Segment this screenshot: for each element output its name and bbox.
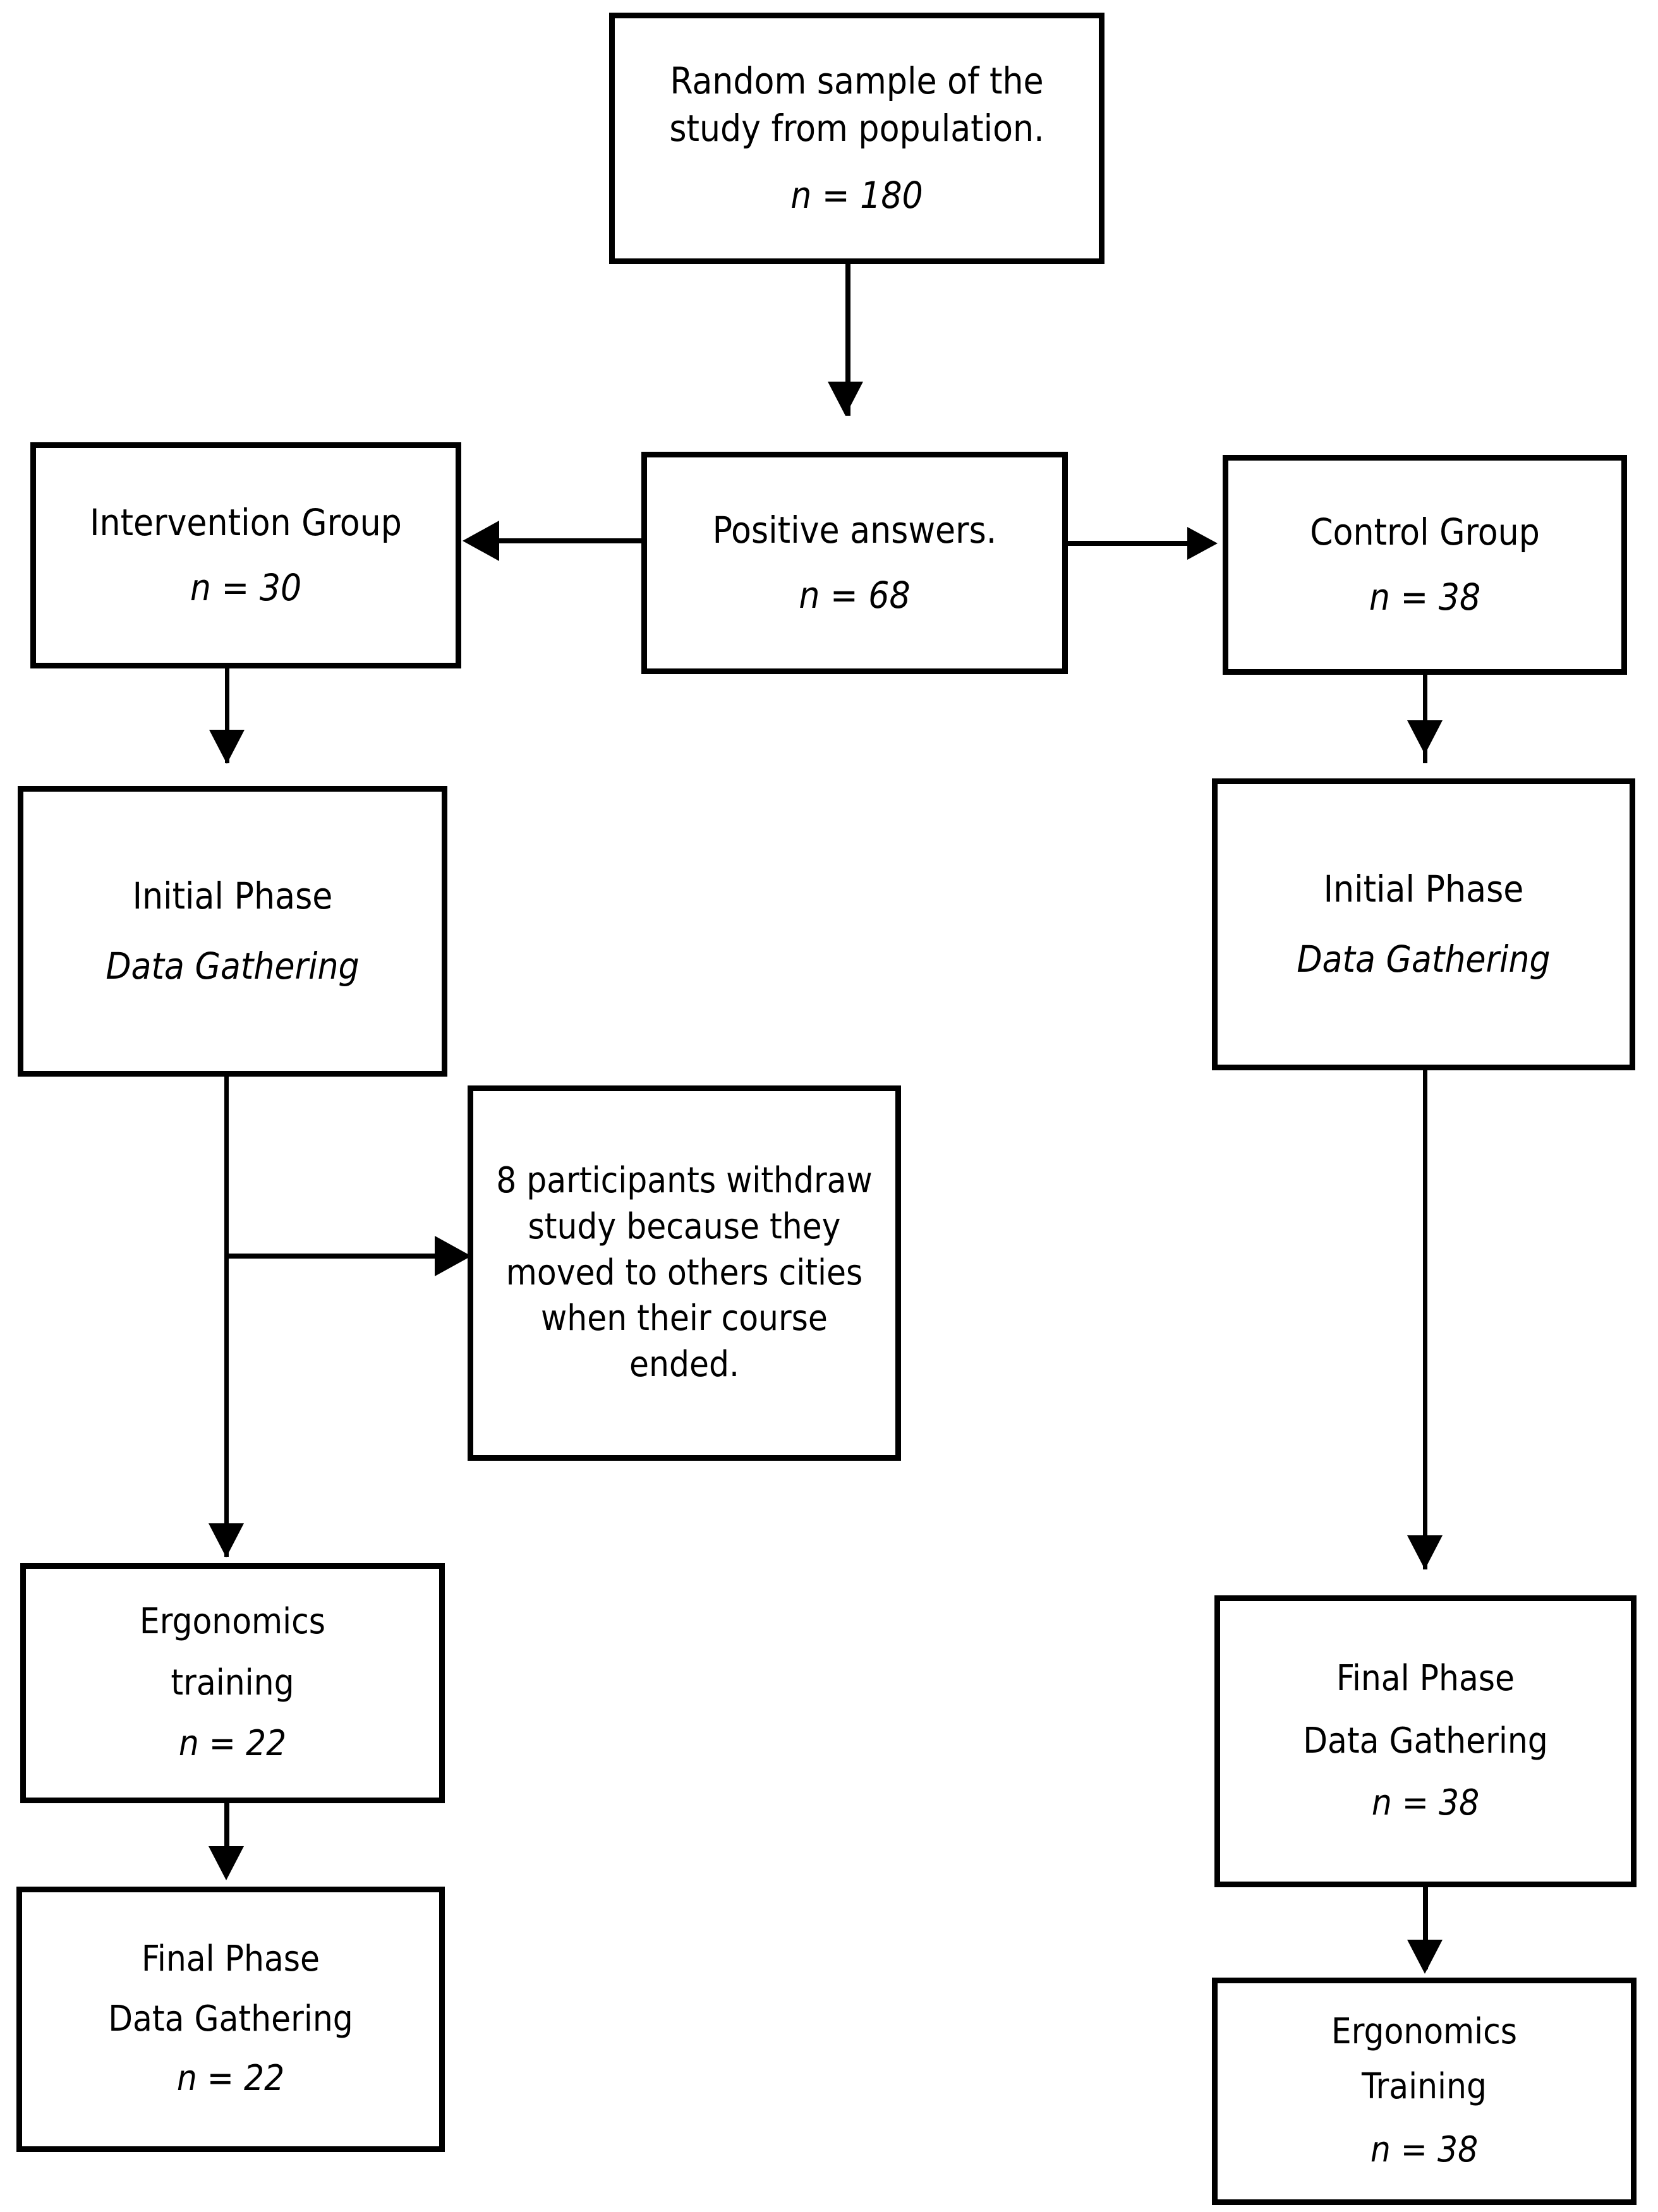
node-intervention-initial-phase-line1: Initial Phase bbox=[132, 874, 333, 917]
node-intervention-final-phase[interactable]: Final Phase Data Gathering n = 22 bbox=[16, 1887, 445, 2152]
connector-intervention-initial-to-training bbox=[224, 1077, 229, 1557]
arrowhead-control-final-to-training bbox=[1407, 1940, 1443, 1974]
node-random-sample[interactable]: Random sample of the study from populati… bbox=[609, 13, 1104, 264]
node-intervention-group[interactable]: Intervention Group n = 30 bbox=[30, 442, 461, 668]
node-positive-answers-label: Positive answers. bbox=[712, 508, 997, 552]
node-control-initial-phase-line2: Data Gathering bbox=[1297, 938, 1551, 981]
node-control-group-label: Control Group bbox=[1310, 510, 1540, 553]
node-control-ergonomics-training[interactable]: Ergonomics Training n = 38 bbox=[1212, 1978, 1637, 2205]
node-control-ergonomics-count: n = 38 bbox=[1370, 2129, 1479, 2171]
arrowhead-intervention-initial-to-training bbox=[209, 1523, 244, 1557]
arrowhead-positive-to-control bbox=[1187, 527, 1218, 560]
node-control-final-phase-line1: Final Phase bbox=[1336, 1657, 1515, 1699]
connector-control-initial-to-final bbox=[1423, 1070, 1427, 1569]
node-random-sample-count: n = 180 bbox=[790, 173, 923, 217]
connector-control-to-initial bbox=[1423, 675, 1427, 763]
arrowhead-training-to-final-left bbox=[209, 1846, 244, 1880]
node-control-final-phase[interactable]: Final Phase Data Gathering n = 38 bbox=[1214, 1595, 1637, 1887]
node-positive-answers-count: n = 68 bbox=[799, 574, 911, 617]
arrowhead-intervention-to-withdrawal bbox=[435, 1236, 471, 1276]
node-intervention-group-label: Intervention Group bbox=[90, 500, 402, 544]
node-intervention-group-count: n = 30 bbox=[190, 566, 302, 609]
node-control-ergonomics-line2: Training bbox=[1362, 2065, 1487, 2107]
connector-training-to-final-left bbox=[224, 1803, 229, 1873]
node-random-sample-line1: Random sample of the bbox=[670, 59, 1044, 102]
node-intervention-final-phase-line1: Final Phase bbox=[141, 1938, 320, 1979]
node-intervention-initial-phase[interactable]: Initial Phase Data Gathering bbox=[18, 786, 447, 1077]
connector-control-final-to-training bbox=[1423, 1887, 1428, 1969]
connector-intervention-to-withdrawal bbox=[226, 1254, 435, 1259]
node-control-initial-phase[interactable]: Initial Phase Data Gathering bbox=[1212, 778, 1635, 1070]
node-withdrawal-note[interactable]: 8 participants withdraw study because th… bbox=[468, 1085, 901, 1461]
node-withdrawal-note-text: 8 participants withdraw study because th… bbox=[496, 1160, 873, 1386]
node-positive-answers[interactable]: Positive answers. n = 68 bbox=[641, 452, 1068, 674]
node-control-group-count: n = 38 bbox=[1369, 576, 1481, 619]
node-intervention-ergonomics-training[interactable]: Ergonomics training n = 22 bbox=[20, 1563, 445, 1803]
node-intervention-ergonomics-line2: training bbox=[171, 1662, 294, 1703]
node-control-group[interactable]: Control Group n = 38 bbox=[1223, 455, 1627, 675]
connector-intervention-to-initial bbox=[225, 668, 229, 763]
node-control-final-phase-line2: Data Gathering bbox=[1303, 1720, 1548, 1762]
node-intervention-ergonomics-count: n = 22 bbox=[178, 1723, 287, 1765]
node-control-final-phase-count: n = 38 bbox=[1371, 1782, 1480, 1824]
arrowhead-control-to-initial bbox=[1407, 720, 1443, 754]
node-intervention-ergonomics-line1: Ergonomics bbox=[139, 1600, 326, 1642]
arrowhead-intervention-to-initial bbox=[209, 730, 245, 764]
node-control-initial-phase-line1: Initial Phase bbox=[1323, 867, 1524, 910]
arrowhead-sample-to-positive bbox=[828, 382, 863, 416]
connector-positive-to-intervention bbox=[499, 538, 646, 543]
connector-positive-to-control bbox=[1064, 541, 1187, 546]
connector-sample-to-positive bbox=[845, 264, 850, 416]
arrowhead-control-initial-to-final bbox=[1407, 1535, 1443, 1569]
node-control-ergonomics-line1: Ergonomics bbox=[1331, 2010, 1518, 2052]
node-random-sample-line2: study from population. bbox=[669, 107, 1044, 150]
arrowhead-positive-to-intervention bbox=[463, 521, 499, 561]
node-intervention-final-phase-count: n = 22 bbox=[176, 2058, 285, 2100]
node-intervention-final-phase-line2: Data Gathering bbox=[108, 1998, 353, 2040]
node-intervention-initial-phase-line2: Data Gathering bbox=[106, 945, 360, 988]
